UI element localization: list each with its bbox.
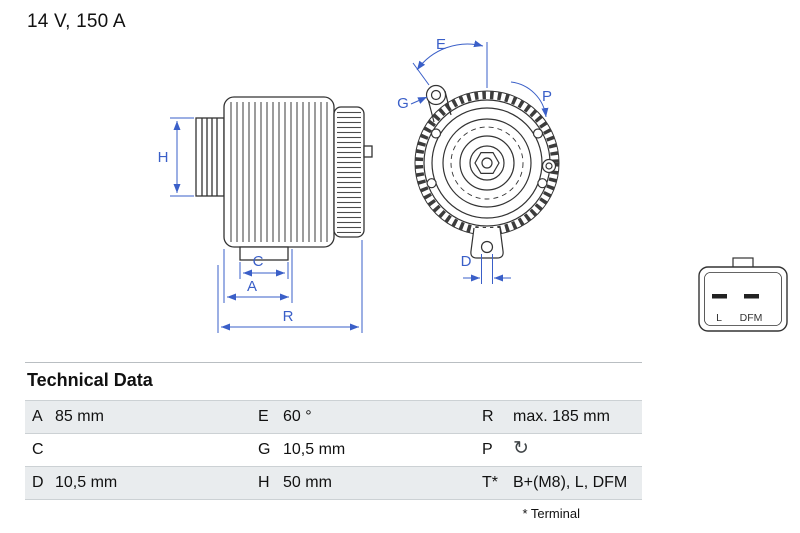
- dim-label-r: R: [283, 308, 294, 325]
- side-view-dimension-lines: [170, 117, 363, 333]
- dim-label-d: D: [461, 253, 472, 270]
- terminal-footnote: * Terminal: [522, 506, 580, 521]
- alternator-front-view: [414, 84, 560, 259]
- lower-mounting-ear: [470, 227, 504, 259]
- alternator-technical-drawing: H C A R: [158, 36, 788, 333]
- technical-data-section: Technical Data A 85 mm E 60 ° R max. 185…: [25, 362, 642, 521]
- technical-data-title: Technical Data: [27, 370, 153, 390]
- connector-pin-label-l: L: [716, 312, 722, 324]
- shaft-nut-hexagon: [474, 152, 500, 174]
- table-value: 50 mm: [283, 474, 332, 491]
- dim-label-p: P: [542, 88, 552, 105]
- table-value: max. 185 mm: [513, 408, 610, 425]
- dim-label-e: E: [436, 36, 446, 53]
- table-row: D 10,5 mm H 50 mm T* B+(M8), L, DFM: [25, 466, 642, 499]
- voltage-amperage-rating: 14 V, 150 A: [27, 11, 126, 32]
- dim-label-c: C: [253, 253, 264, 270]
- table-key: G: [258, 441, 271, 458]
- dim-label-h: H: [158, 149, 169, 166]
- table-key: A: [32, 408, 43, 425]
- table-key: H: [258, 474, 270, 491]
- alternator-side-view: [195, 96, 373, 261]
- table-value: 85 mm: [55, 408, 104, 425]
- table-key: P: [482, 441, 493, 458]
- table-key: R: [482, 408, 494, 425]
- table-value: 60 °: [283, 408, 312, 425]
- front-view-dimension-lines: [410, 40, 549, 284]
- table-key: C: [32, 441, 44, 458]
- table-value: B+(M8), L, DFM: [513, 474, 628, 491]
- connector-pin-dfm: [744, 294, 759, 299]
- table-value: [51, 434, 251, 466]
- table-row: A 85 mm E 60 ° R max. 185 mm: [25, 400, 642, 433]
- connector-diagram: [698, 257, 788, 332]
- connector-pin-label-dfm: DFM: [740, 312, 763, 324]
- connector-pin-l: [712, 294, 727, 299]
- table-row: C G 10,5 mm P ↻: [25, 433, 642, 466]
- connector-housing: [698, 266, 788, 332]
- table-key: D: [32, 474, 44, 491]
- technical-data-table: A 85 mm E 60 ° R max. 185 mm C G 10,5 mm…: [25, 400, 642, 500]
- table-key: T*: [482, 474, 498, 491]
- table-value: 10,5 mm: [55, 474, 118, 491]
- table-value: 10,5 mm: [283, 441, 346, 458]
- upper-mounting-ear: [425, 84, 447, 106]
- table-key: E: [258, 408, 269, 425]
- dim-label-a: A: [247, 278, 257, 295]
- rotation-direction-icon: ↻: [513, 438, 529, 459]
- pulley: [195, 117, 225, 197]
- dim-label-g: G: [397, 95, 409, 112]
- mounting-foot: [239, 246, 289, 261]
